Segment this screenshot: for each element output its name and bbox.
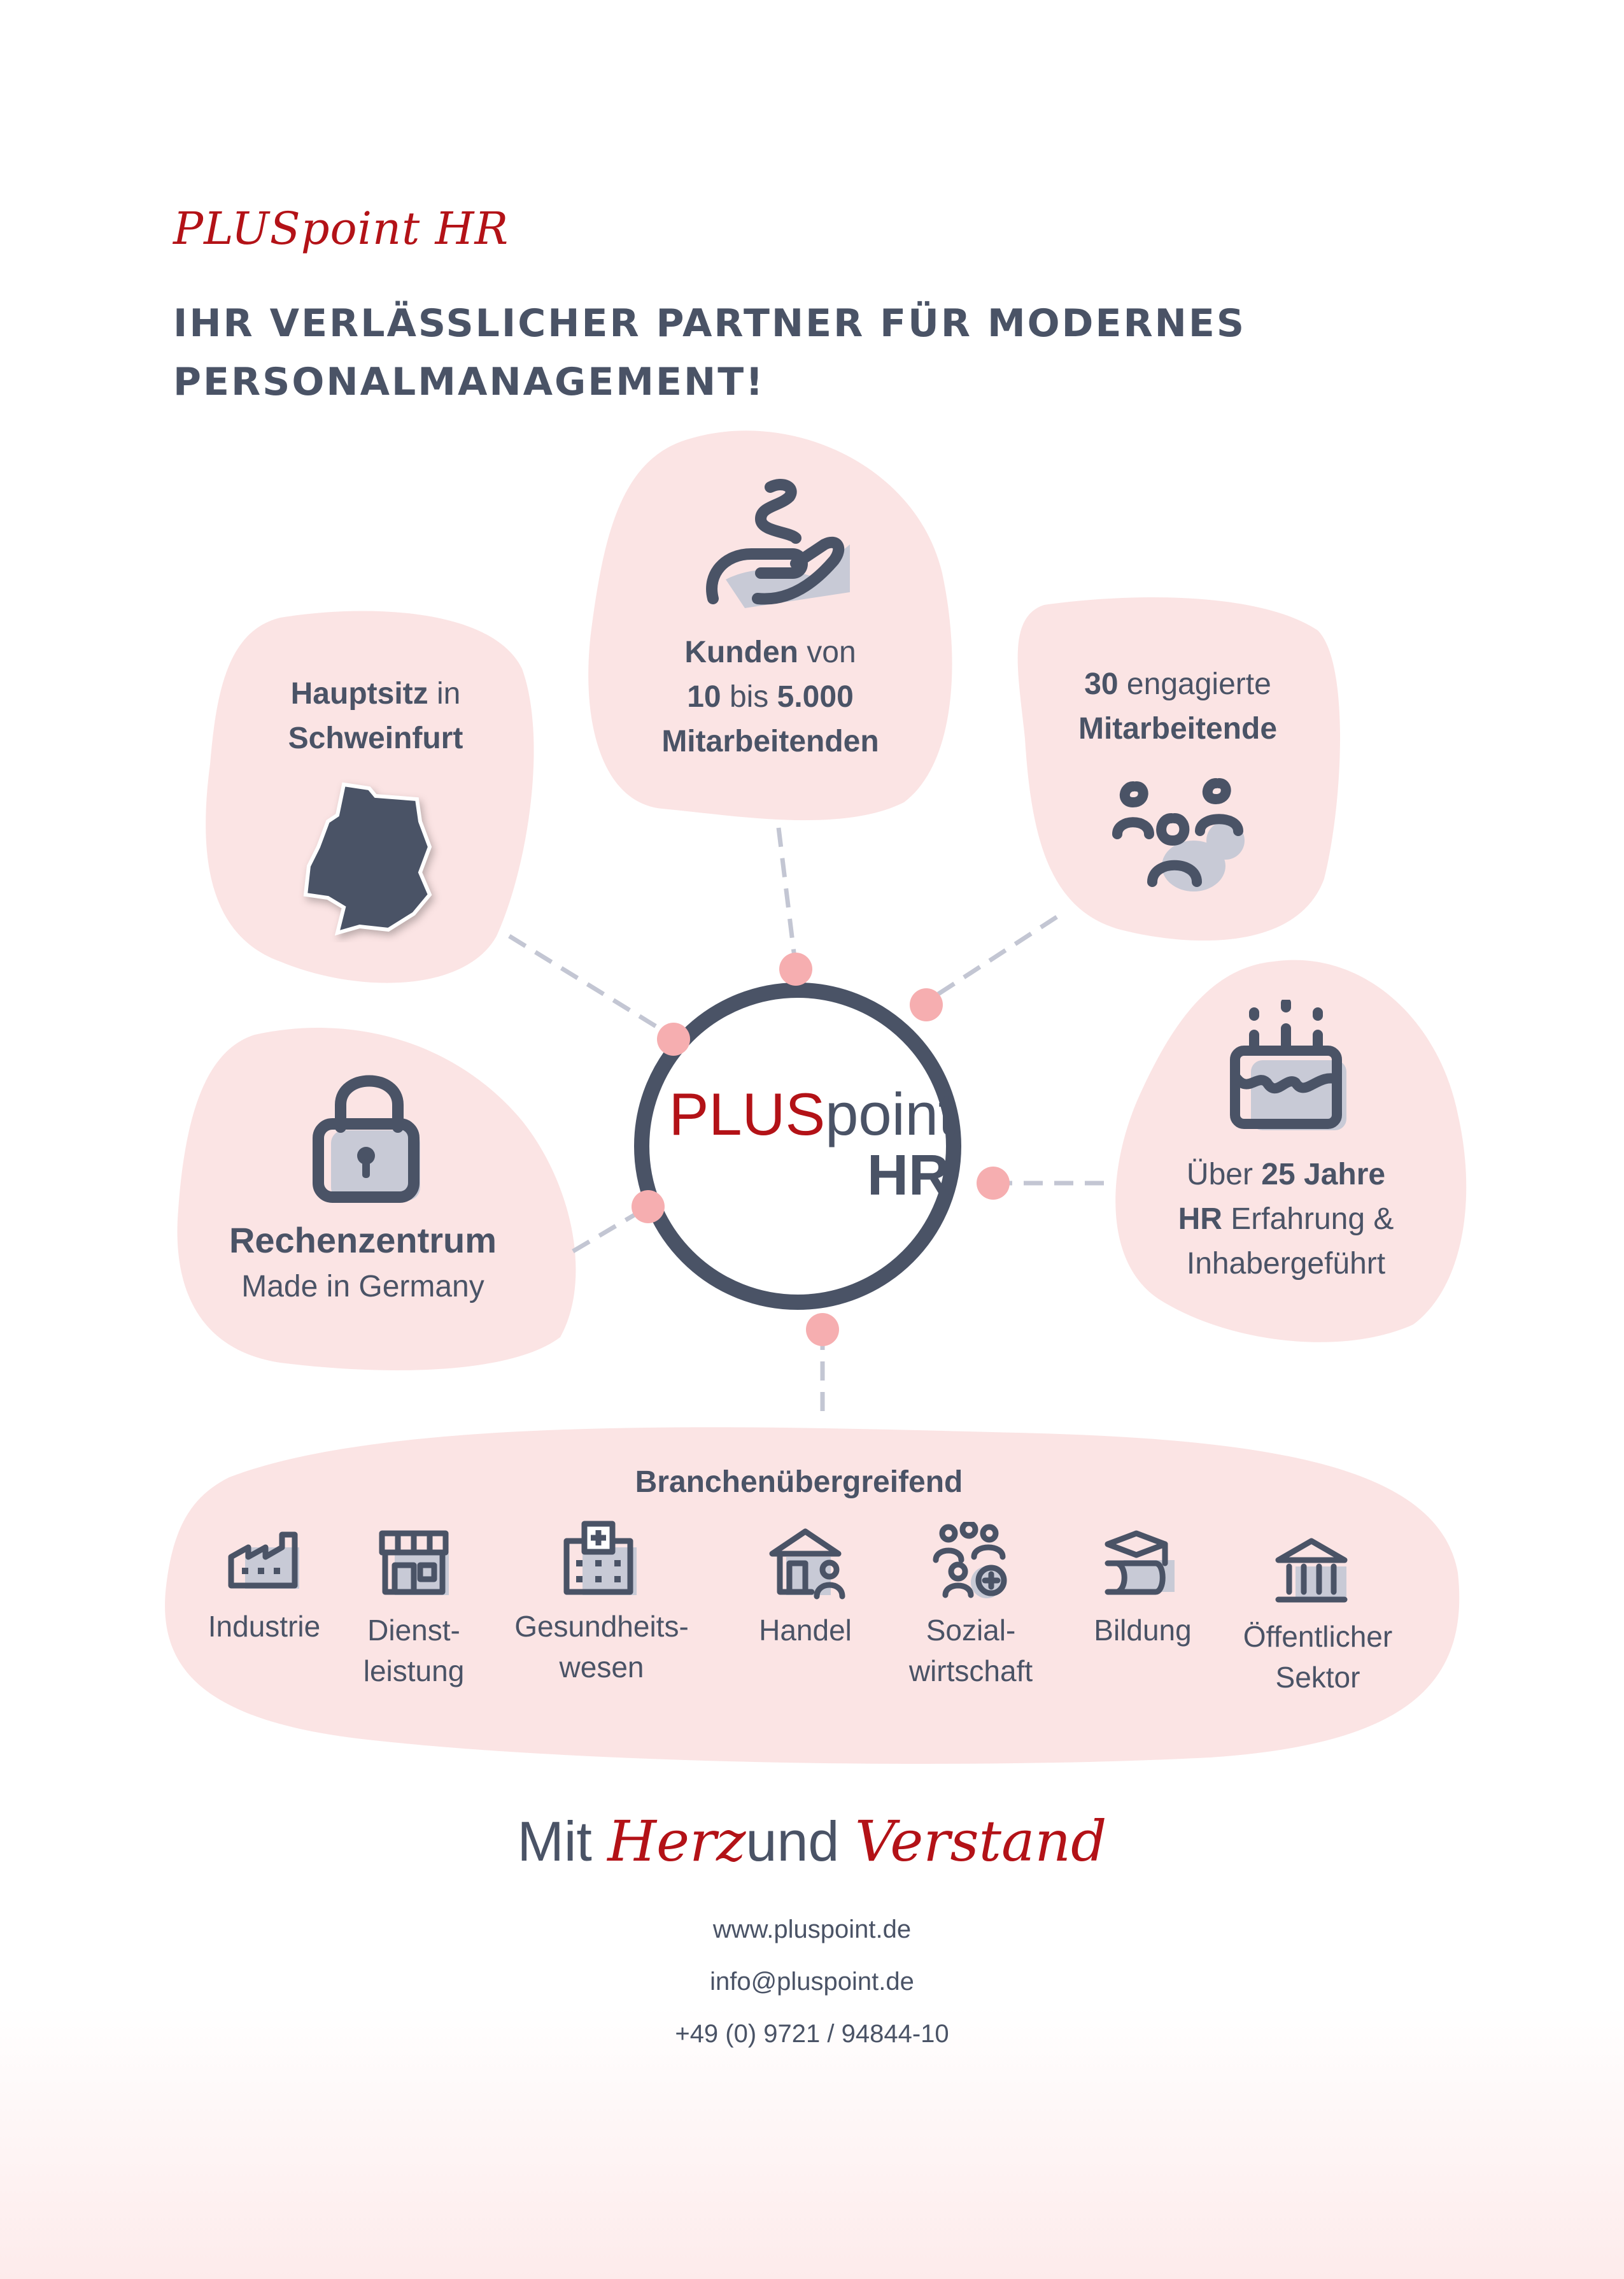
- connector-dot: [977, 1167, 1010, 1200]
- sector-label: wirtschaft: [908, 1654, 1033, 1687]
- community-icon: [933, 1522, 1007, 1598]
- sector-industrie: Industrie: [185, 1606, 344, 1647]
- factory-icon: [228, 1531, 299, 1589]
- logo-hr: HR: [867, 1144, 950, 1207]
- sector-label: Öffentlicher: [1243, 1620, 1393, 1653]
- rechenzentrum-text: Rechenzentrum Made in Germany: [210, 1216, 516, 1309]
- center-ring: [634, 983, 961, 1310]
- sector-label: Sektor: [1275, 1661, 1360, 1694]
- sector-sozialwirtschaft: Sozial- wirtschaft: [891, 1610, 1050, 1691]
- kunden-bis: bis: [721, 680, 777, 714]
- rechenzentrum-subtitle: Made in Germany: [241, 1270, 484, 1303]
- jahre-inhaber: Inhabergeführt: [1186, 1247, 1386, 1281]
- connector-dot: [779, 953, 812, 986]
- slogan-und: und: [745, 1810, 840, 1873]
- sector-bildung: Bildung: [1063, 1610, 1222, 1651]
- headline-line-2: PERSONALMANAGEMENT!: [173, 360, 765, 404]
- slogan-verstand: Verstand: [854, 1808, 1107, 1874]
- kunden-mitarbeitenden: Mitarbeitenden: [661, 725, 879, 758]
- slogan-herz: Herz: [607, 1808, 746, 1874]
- birthday-cake-icon: [1230, 1000, 1346, 1130]
- kunden-label: Kunden: [684, 635, 798, 669]
- kunden-min: 10: [687, 680, 721, 714]
- government-building-icon: [1275, 1538, 1348, 1603]
- connector-dot: [910, 988, 943, 1021]
- contact-website[interactable]: www.pluspoint.de: [712, 1915, 912, 1943]
- brand-name: PLUSpoint HR: [173, 202, 509, 255]
- jahre-hr: HR: [1178, 1202, 1222, 1236]
- slogan: Mit Herzund Verstand: [0, 1808, 1624, 1874]
- rechenzentrum-title: Rechenzentrum: [229, 1220, 497, 1260]
- jahre-blob: [1115, 960, 1467, 1342]
- mitarbeitende-engagierte: engagierte: [1118, 667, 1271, 701]
- sector-handel: Handel: [726, 1610, 885, 1651]
- hospital-icon: [563, 1521, 637, 1595]
- kunden-text: Kunden von 10 bis 5.000 Mitarbeitenden: [611, 630, 929, 764]
- contact-phone[interactable]: +49 (0) 9721 / 94844-10: [675, 2020, 949, 2048]
- hauptsitz-text: Hauptsitz in Schweinfurt: [255, 672, 497, 761]
- sector-label: Bildung: [1094, 1614, 1192, 1647]
- logo-plus: PLUS: [668, 1081, 826, 1147]
- sector-label: wesen: [559, 1651, 644, 1684]
- sector-label: Gesundheits-: [514, 1610, 689, 1643]
- shop-person-icon: [769, 1528, 845, 1600]
- mitarbeitende-count: 30: [1084, 667, 1119, 701]
- sector-oeffentlicher-sektor: Öffentlicher Sektor: [1222, 1616, 1413, 1698]
- hauptsitz-city: Schweinfurt: [288, 721, 463, 755]
- sectors-title: Branchenübergreifend: [635, 1465, 963, 1499]
- connector-dot: [657, 1023, 690, 1056]
- kunden-max: 5.000: [777, 680, 854, 714]
- sector-label: Handel: [759, 1614, 852, 1647]
- hauptsitz-in: in: [428, 677, 461, 711]
- storefront-icon: [379, 1530, 449, 1595]
- hauptsitz-label: Hauptsitz: [290, 677, 428, 711]
- logo-point: point: [825, 1081, 955, 1147]
- sector-label: Industrie: [208, 1610, 321, 1643]
- kunden-blob: [588, 430, 952, 821]
- hand-giving-icon: [706, 479, 850, 608]
- sector-label: Dienst-: [367, 1614, 460, 1647]
- jahre-ueber: Über: [1186, 1158, 1262, 1191]
- connector-dot: [806, 1313, 839, 1346]
- connector-dot: [632, 1190, 665, 1223]
- sectors-blob: [165, 1427, 1460, 1764]
- sector-dienstleistung: Dienst- leistung: [337, 1610, 490, 1691]
- sector-label: Sozial-: [926, 1614, 1016, 1647]
- jahre-count: 25 Jahre: [1261, 1158, 1386, 1191]
- page-headline: IHR VERLÄSSLICHER PARTNER FÜR MODERNES P…: [173, 294, 1383, 411]
- slogan-mit: Mit: [517, 1810, 592, 1873]
- sector-label: leistung: [363, 1654, 465, 1687]
- kunden-von: von: [798, 635, 856, 669]
- jahre-text: Über 25 Jahre HR Erfahrung & Inhabergefü…: [1133, 1153, 1439, 1286]
- headline-line-1: IHR VERLÄSSLICHER PARTNER FÜR MODERNES: [173, 301, 1246, 346]
- graduation-icon: [1105, 1530, 1175, 1595]
- jahre-erfahrung: Erfahrung &: [1222, 1202, 1394, 1236]
- mitarbeitende-blob: [1017, 597, 1340, 941]
- lock-icon: [313, 1075, 420, 1203]
- pluspoint-logo: PLUSpoint HR: [662, 1083, 955, 1205]
- contact-email[interactable]: info@pluspoint.de: [710, 1968, 914, 1996]
- mitarbeitende-text: 30 engagierte Mitarbeitende: [1050, 662, 1305, 751]
- sector-gesundheitswesen: Gesundheits- wesen: [503, 1606, 700, 1687]
- germany-map-icon: [303, 782, 432, 936]
- team-icon: [1112, 778, 1245, 891]
- mitarbeitende-label: Mitarbeitende: [1078, 712, 1278, 746]
